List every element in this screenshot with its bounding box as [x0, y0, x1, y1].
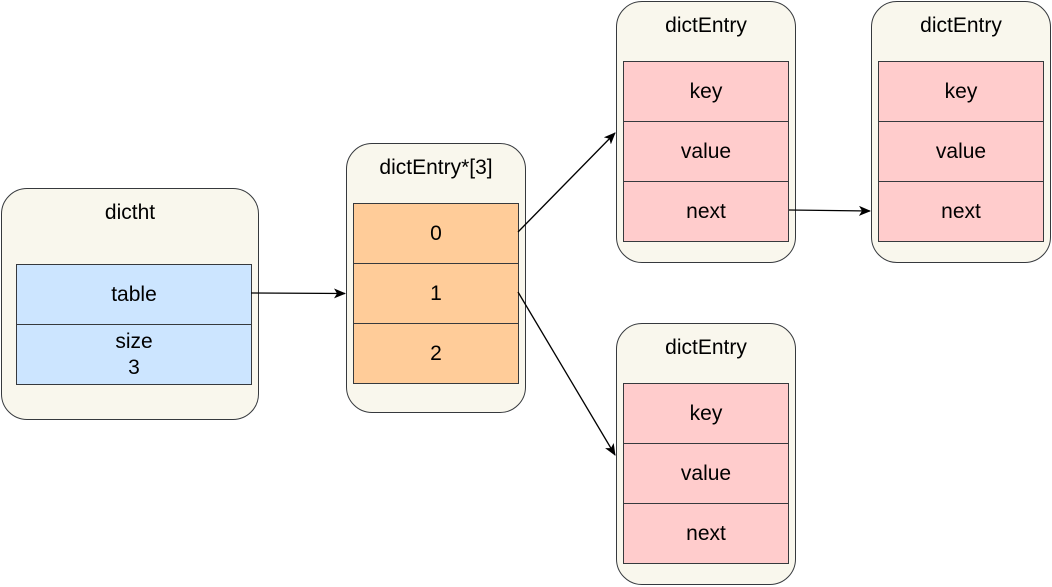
- dict-entry-node-a: dictEntry key value next: [616, 1, 796, 263]
- entry-array-node: dictEntry*[3] 0 1 2: [346, 143, 526, 413]
- entry-value-field: value: [623, 121, 789, 182]
- entry-key-label: key: [689, 79, 723, 103]
- dictht-node: dictht table size 3: [1, 188, 259, 420]
- dict-entry-title: dictEntry: [920, 14, 1002, 37]
- array-slot-0: 0: [353, 203, 519, 264]
- dictht-size-value: 3: [128, 355, 140, 379]
- entry-value-label: value: [935, 139, 987, 163]
- dict-entry-title: dictEntry: [665, 336, 747, 359]
- array-slot-2: 2: [353, 323, 519, 384]
- entry-key-label: key: [944, 79, 978, 103]
- arrow-slot0-to-entry-a: [517, 132, 616, 233]
- array-slot-1: 1: [353, 263, 519, 324]
- entry-next-label: next: [686, 521, 726, 545]
- entry-array-title: dictEntry*[3]: [379, 156, 493, 179]
- entry-next-label: next: [686, 199, 726, 223]
- entry-key-label: key: [689, 401, 723, 425]
- dict-entry-node-b: dictEntry key value next: [871, 1, 1051, 263]
- entry-key-field: key: [623, 61, 789, 122]
- entry-value-field: value: [623, 443, 789, 504]
- dictht-size-label: size: [115, 329, 153, 353]
- entry-value-label: value: [680, 139, 732, 163]
- entry-key-field: key: [623, 383, 789, 444]
- dictht-title: dictht: [104, 201, 156, 224]
- entry-value-label: value: [680, 461, 732, 485]
- dict-entry-node-c: dictEntry key value next: [616, 323, 796, 585]
- entry-next-label: next: [941, 199, 981, 223]
- dictht-table-field: table: [16, 264, 252, 325]
- array-slot-label: 1: [430, 281, 442, 305]
- entry-value-field: value: [878, 121, 1044, 182]
- entry-next-field: next: [623, 181, 789, 242]
- entry-next-field: next: [878, 181, 1044, 242]
- entry-key-field: key: [878, 61, 1044, 122]
- arrow-next-to-entry-b: [788, 205, 871, 216]
- arrow-table-to-array: [250, 288, 346, 299]
- array-slot-label: 0: [430, 221, 442, 245]
- entry-next-field: next: [623, 503, 789, 564]
- array-slot-label: 2: [430, 341, 442, 365]
- dict-entry-title: dictEntry: [665, 14, 747, 37]
- dictht-size-field: size 3: [16, 324, 252, 385]
- dictht-table-label: table: [111, 282, 157, 306]
- arrow-slot1-to-entry-c: [517, 291, 616, 456]
